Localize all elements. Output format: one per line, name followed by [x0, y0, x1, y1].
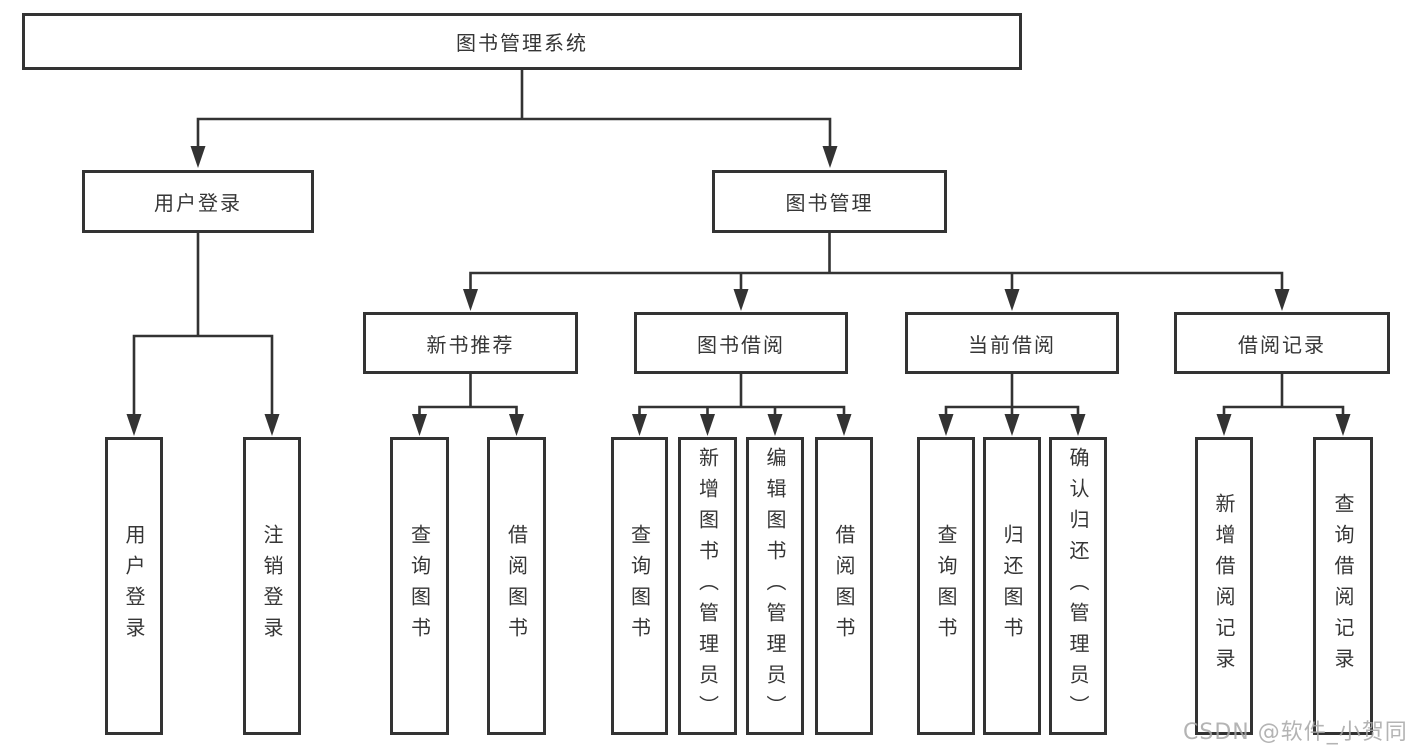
node-new-book-recommend-label: 新书推荐 [426, 332, 515, 357]
leaf-borrow-books-1-label: 借阅图书 [504, 524, 529, 648]
node-borrowing-records-label: 借阅记录 [1238, 332, 1326, 357]
node-book-borrowing-label: 图书借阅 [697, 332, 785, 357]
connector-user-login-to-leaves [132, 231, 274, 419]
node-current-borrowing-label: 当前借阅 [968, 332, 1056, 357]
node-new-book-recommend: 新书推荐 [363, 312, 578, 374]
node-user-login: 用户登录 [82, 170, 314, 233]
leaf-borrow-books-2-label: 借阅图书 [832, 524, 856, 648]
leaf-borrow-books-1: 借阅图书 [487, 437, 546, 735]
leaf-edit-book-admin: 编辑图书（管理员） [746, 437, 804, 735]
leaf-user-login: 用户登录 [105, 437, 163, 735]
leaf-logout-label: 注销登录 [260, 524, 284, 648]
leaf-query-books-1-label: 查询图书 [407, 524, 432, 648]
leaf-confirm-return-admin-label: 确认归还（管理员） [1066, 446, 1090, 726]
connector-root-to-level2 [196, 68, 832, 151]
leaf-query-books-3-label: 查询图书 [934, 524, 958, 648]
leaf-confirm-return-admin: 确认归还（管理员） [1049, 437, 1107, 735]
leaf-add-borrow-record-label: 新增借阅记录 [1212, 493, 1236, 679]
node-library-system: 图书管理系统 [22, 13, 1022, 70]
leaf-return-book: 归还图书 [983, 437, 1041, 735]
node-book-management: 图书管理 [712, 170, 947, 233]
leaf-query-borrow-record-label: 查询借阅记录 [1331, 493, 1355, 679]
leaf-user-login-label: 用户登录 [122, 524, 146, 648]
connector-book-management-to-level3 [469, 231, 1284, 294]
leaf-add-book-admin-label: 新增图书（管理员） [695, 446, 720, 726]
leaf-query-books-2: 查询图书 [611, 437, 668, 735]
node-book-management-label: 图书管理 [785, 191, 874, 215]
csdn-watermark: CSDN @软件_小贺同学 [1183, 720, 1405, 745]
node-current-borrowing: 当前借阅 [905, 312, 1119, 374]
arrowheads [126, 146, 1351, 436]
leaf-add-book-admin: 新增图书（管理员） [678, 437, 737, 735]
leaf-query-borrow-record: 查询借阅记录 [1313, 437, 1373, 735]
connector-borrowing-records-to-leaves [1222, 372, 1345, 419]
leaf-query-books-3: 查询图书 [917, 437, 975, 735]
leaf-borrow-books-2: 借阅图书 [815, 437, 873, 735]
connector-new-book-recommend-to-leaves [418, 372, 518, 419]
connector-current-borrowing-to-leaves [944, 372, 1080, 419]
node-borrowing-records: 借阅记录 [1174, 312, 1390, 374]
leaf-query-books-1: 查询图书 [390, 437, 449, 735]
node-book-borrowing: 图书借阅 [634, 312, 848, 374]
leaf-logout: 注销登录 [243, 437, 301, 735]
leaf-return-book-label: 归还图书 [1000, 524, 1024, 648]
node-user-login-label: 用户登录 [154, 191, 242, 215]
leaf-add-borrow-record: 新增借阅记录 [1195, 437, 1253, 735]
leaf-edit-book-admin-label: 编辑图书（管理员） [763, 446, 787, 726]
node-library-system-label: 图书管理系统 [456, 31, 588, 55]
leaf-query-books-2-label: 查询图书 [627, 524, 652, 648]
connector-book-borrowing-to-leaves [638, 372, 846, 419]
